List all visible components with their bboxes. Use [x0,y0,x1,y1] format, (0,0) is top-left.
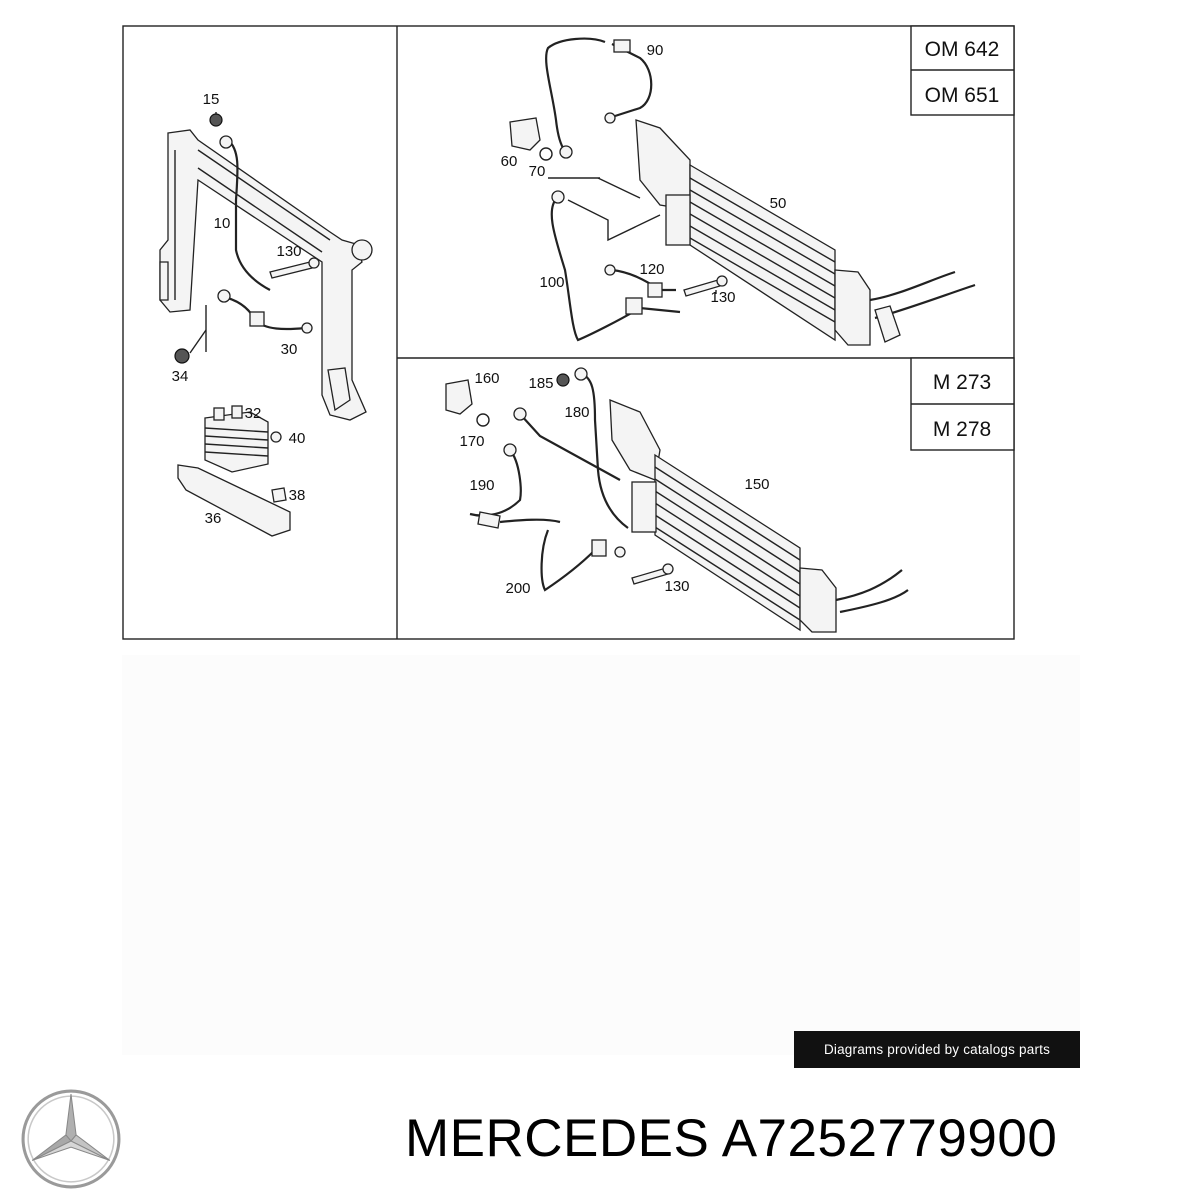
mercedes-star-icon [21,1089,121,1189]
callout-120: 120 [639,261,664,278]
bolt-130-left [269,261,313,279]
pipe-90 [545,37,606,153]
engine-label-m278: M 278 [933,418,991,441]
pipe-180 [581,372,629,529]
pipe-10-fitting [219,135,233,149]
callout-36: 36 [205,510,222,527]
callout-34: 34 [172,368,189,385]
callout-90: 90 [647,42,664,59]
clip-160 [445,379,473,415]
engine-label-m273: M 273 [933,371,991,394]
callout-180: 180 [564,404,589,421]
diagram-frame [122,25,1015,640]
part-number: A7252779900 [721,1109,1058,1168]
parts-diagram: OM 642 OM 651 M 273 M 278 [122,25,1015,640]
pipe-190-upper [519,413,621,481]
pipe-10 [227,139,271,291]
engine-label-om651: OM 651 [925,84,1000,107]
callout-50: 50 [770,195,787,212]
oil-cooler-32 [204,405,282,473]
callout-130-left: 130 [276,243,301,260]
radiator-drawing [159,129,373,421]
pipe-100 [550,197,681,342]
callout-130-bottom: 130 [664,578,689,595]
callout-200: 200 [505,580,530,597]
callout-160: 160 [474,370,499,387]
o-ring-170 [476,413,490,427]
engine-box-top: OM 642 OM 651 [910,25,1015,116]
pipe-90-fitting [613,39,631,53]
cooler-50 [665,163,976,346]
bracket-bottom [609,399,661,481]
callout-130-top: 130 [710,289,735,306]
bolt-38 [271,487,287,503]
engine-box-bottom: M 273 M 278 [910,357,1015,451]
cooler-150 [631,453,909,633]
o-ring-70 [539,147,553,161]
callout-40: 40 [289,430,306,447]
seal-185 [556,373,570,387]
leader-lines [215,112,717,294]
callout-10: 10 [214,215,231,232]
seal-34 [174,348,190,364]
seal-15 [209,113,223,127]
callout-38: 38 [289,487,306,504]
background-panel [122,655,1080,1055]
callout-30: 30 [281,341,298,358]
callout-32: 32 [245,405,262,422]
callout-190: 190 [469,477,494,494]
brand-name: MERCEDES [405,1109,710,1168]
pipe-200 [540,529,596,592]
callout-170: 170 [459,433,484,450]
callout-150: 150 [744,476,769,493]
bracket-36 [177,464,291,537]
callout-60: 60 [501,153,518,170]
clip-60 [509,117,541,151]
engine-label-om642: OM 642 [925,38,1000,61]
callouts: 15 10 130 30 34 32 40 38 36 90 60 70 50 … [172,42,787,597]
callout-100: 100 [539,274,564,291]
credit-banner: Diagrams provided by catalogs parts [794,1031,1080,1068]
callout-185: 185 [528,375,553,392]
callout-70: 70 [529,163,546,180]
callout-15: 15 [203,91,220,108]
brand-title: MERCEDES A7252779900 [405,1107,1057,1171]
